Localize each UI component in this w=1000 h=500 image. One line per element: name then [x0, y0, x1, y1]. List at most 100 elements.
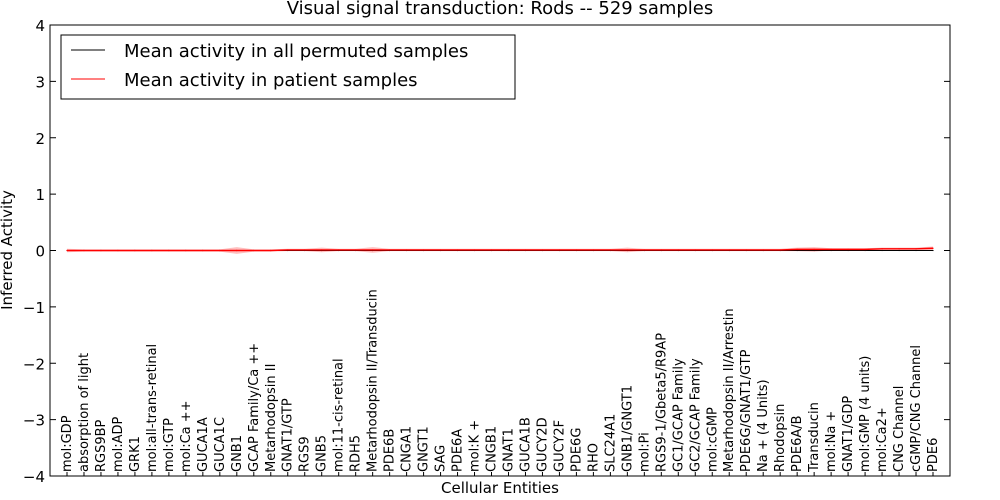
point-permuted: [915, 249, 917, 252]
y-tick-label: −2: [23, 355, 45, 373]
point-patient: [253, 249, 255, 252]
x-tick-label: Metarhodopsin II/Arrestin: [722, 308, 737, 472]
legend: Mean activity in all permuted samples Me…: [60, 34, 516, 100]
point-patient: [796, 248, 798, 250]
point-patient: [473, 249, 476, 251]
point-patient: [609, 249, 611, 251]
x-tick-label: Na + (4 Units): [756, 379, 771, 472]
point-patient: [270, 249, 272, 252]
point-patient: [592, 249, 594, 251]
x-tick-label: GUCY2D: [535, 417, 550, 472]
point-patient: [100, 249, 102, 252]
point-patient: [321, 249, 323, 251]
point-permuted: [847, 249, 849, 252]
point-patient: [864, 248, 866, 250]
x-tick-label: PDE6G: [569, 428, 584, 472]
chart-title: Visual signal transduction: Rods -- 529 …: [287, 0, 714, 19]
y-tick-label: 0: [35, 243, 45, 261]
point-patient: [338, 249, 340, 251]
point-permuted: [932, 249, 934, 252]
point-patient: [626, 249, 628, 251]
point-patient: [490, 249, 493, 251]
point-patient: [711, 249, 713, 251]
x-tick-label: mol:GTP: [162, 418, 177, 472]
point-patient: [830, 248, 832, 250]
point-patient: [168, 249, 170, 252]
point-patient: [202, 249, 204, 252]
y-tick-label: 1: [35, 186, 45, 204]
x-tick-label: SAG: [434, 445, 449, 472]
point-patient: [287, 249, 289, 251]
point-patient: [915, 248, 917, 250]
point-patient: [762, 249, 764, 251]
point-patient: [422, 249, 425, 251]
y-tick-label: 3: [35, 73, 45, 91]
x-tick-label: mol:Ca2+: [875, 407, 890, 472]
point-patient: [456, 249, 459, 251]
x-tick-label: GNB1/GNGT1: [620, 385, 635, 472]
x-tick-label: mol:cGMP: [705, 407, 720, 472]
x-tick-label: GRK1: [128, 436, 143, 472]
point-patient: [524, 249, 527, 251]
point-patient: [134, 249, 136, 252]
x-tick-label: cGMP/CNG Channel: [909, 345, 924, 472]
x-tick-label: Metarhodopsin II: [264, 364, 279, 472]
point-patient: [66, 249, 68, 252]
legend-label-patient: Mean activity in patient samples: [124, 70, 418, 91]
legend-box: [60, 34, 516, 100]
x-tick-label: CNGB1: [485, 426, 500, 472]
point-patient: [660, 249, 662, 251]
x-tick-label: GC2/GCAP Family: [688, 358, 703, 472]
point-patient: [219, 249, 221, 252]
point-patient: [507, 249, 510, 251]
x-tick-label: GUCA1C: [213, 417, 228, 472]
x-tick-label: GNAT1: [501, 428, 516, 472]
point-patient: [813, 248, 815, 250]
point-patient: [779, 249, 781, 251]
x-tick-label: PDE6: [926, 438, 941, 472]
x-tick-label: PDE6A/B: [790, 415, 805, 472]
point-patient: [541, 249, 544, 251]
x-tick-label: GNB1: [230, 435, 245, 472]
point-patient: [151, 249, 153, 252]
x-tick-label: SLC24A1: [603, 414, 618, 472]
y-tick-label: −1: [23, 299, 45, 317]
x-tick-label: RGS9-1/Gbeta5/R9AP: [654, 333, 669, 472]
point-patient: [575, 249, 578, 251]
x-tick-label: Transducin: [807, 402, 822, 473]
x-tick-label: mol:ADP: [111, 416, 126, 472]
x-tick-label: RGS9BP: [94, 419, 109, 472]
y-tick-label: −3: [23, 412, 45, 430]
point-patient: [677, 249, 679, 251]
x-tick-label: GNGT1: [417, 426, 432, 472]
point-patient: [745, 249, 747, 251]
x-tick-label: mol:11-cis-retinal: [332, 358, 347, 472]
x-tick-label: mol:GMP (4 units): [858, 356, 873, 472]
x-tick-label: absorption of light: [77, 353, 92, 472]
x-tick-label: PDE6B: [383, 429, 398, 472]
point-patient: [185, 249, 187, 252]
point-patient: [932, 247, 934, 249]
y-tick-label: −4: [23, 468, 45, 486]
x-tick-label: GNB5: [315, 435, 330, 472]
x-axis-label: Cellular Entities: [441, 479, 559, 497]
point-patient: [304, 249, 306, 251]
x-tick-label: Rhodopsin: [773, 404, 788, 472]
x-tick-label: GC1/GCAP Family: [671, 358, 686, 472]
point-patient: [389, 249, 391, 251]
point-patient: [643, 249, 645, 251]
point-permuted: [898, 249, 900, 252]
point-patient: [558, 249, 561, 251]
point-permuted: [864, 249, 866, 252]
y-tick-label: 4: [35, 17, 45, 35]
x-tick-label: mol:Ca ++: [179, 400, 194, 472]
point-patient: [236, 249, 238, 252]
x-tick-label: Metarhodopsin II/Transducin: [366, 289, 381, 472]
point-patient: [439, 249, 442, 251]
x-tick-label: PDE6A: [451, 429, 466, 472]
x-tick-label: GNAT1/GDP: [841, 396, 856, 472]
x-tick-label: mol:K +: [468, 420, 483, 472]
point-permuted: [881, 249, 883, 252]
point-permuted: [796, 249, 798, 252]
